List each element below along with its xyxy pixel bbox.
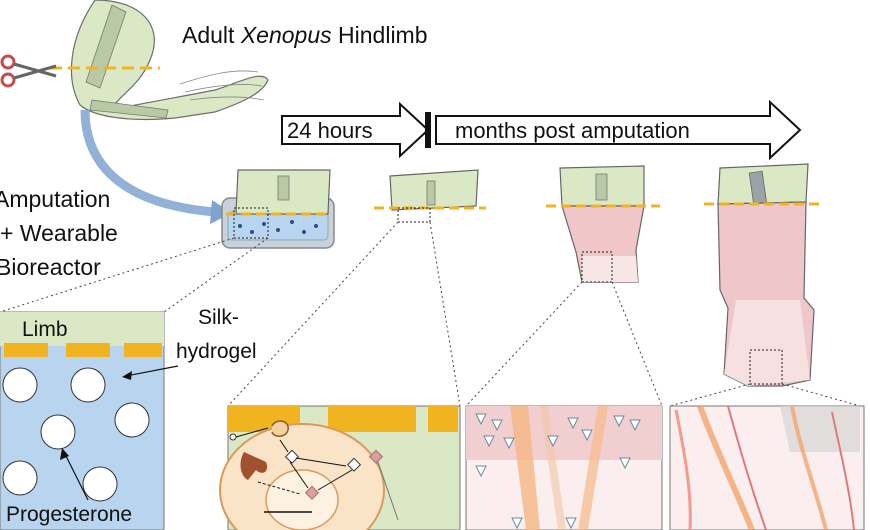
timeline-label-24-hours: 24 hours (287, 118, 373, 143)
stage-late-regenerate (704, 163, 822, 387)
cell-marker (475, 413, 487, 426)
scissors-icon (0, 54, 57, 88)
cell-marker (511, 517, 523, 530)
inset-bioreactor-detail (0, 311, 179, 530)
cell-marker (565, 517, 577, 530)
label-progesterone: Progesterone (6, 503, 133, 526)
title-suffix: Hindlimb (331, 22, 428, 48)
title-species: Xenopus (240, 22, 332, 48)
cell-marker (567, 417, 579, 430)
stage-24-hours (374, 169, 486, 223)
cell-marker (491, 419, 503, 432)
signal-molecule (368, 449, 384, 464)
progesterone-sphere (2, 367, 38, 403)
progesterone-sphere (82, 466, 118, 502)
progesterone-sphere (70, 367, 106, 403)
procedure-arrow-head (210, 200, 232, 224)
caption-bioreactor: Bioreactor (0, 254, 101, 280)
zoom-guides (0, 221, 861, 407)
procedure-arrow (80, 109, 216, 217)
inset-cell-signaling (219, 405, 461, 530)
stage-early-regenerate (546, 165, 660, 283)
progesterone-sphere (114, 402, 150, 438)
inset-early-tissue (465, 405, 663, 530)
signal-molecule (304, 485, 320, 500)
cell-marker (475, 465, 487, 478)
timeline-divider (425, 112, 431, 148)
timeline-label-months: months post amputation (455, 118, 690, 143)
timeline-arrow-months (435, 99, 802, 161)
cell-marker (483, 435, 495, 448)
title-prefix: Adult (182, 22, 241, 48)
cell-marker (503, 437, 515, 450)
signal-molecule (346, 457, 362, 472)
timeline-arrow-24h (281, 101, 430, 159)
label-limb: Limb (22, 318, 68, 341)
figure-title: Adult Xenopus Hindlimb (182, 22, 428, 49)
signal-molecule (284, 449, 300, 464)
cell-marker (613, 415, 625, 428)
cell-marker (547, 435, 559, 448)
caption-wearable: + Wearable (0, 220, 118, 246)
stage-bioreactor (221, 169, 335, 249)
inset-late-tissue (669, 404, 865, 530)
timeline (281, 99, 802, 161)
adult-hindlimb-illustration (50, 0, 269, 121)
label-hydrogel: hydrogel (176, 340, 257, 363)
cell-marker (619, 457, 631, 470)
progesterone-sphere (40, 414, 76, 450)
label-silk: Silk- (198, 306, 239, 329)
caption-amputation: Amputation (0, 186, 111, 212)
progesterone-sphere (2, 460, 38, 496)
cell-marker (629, 419, 641, 432)
cell-marker (581, 429, 593, 442)
